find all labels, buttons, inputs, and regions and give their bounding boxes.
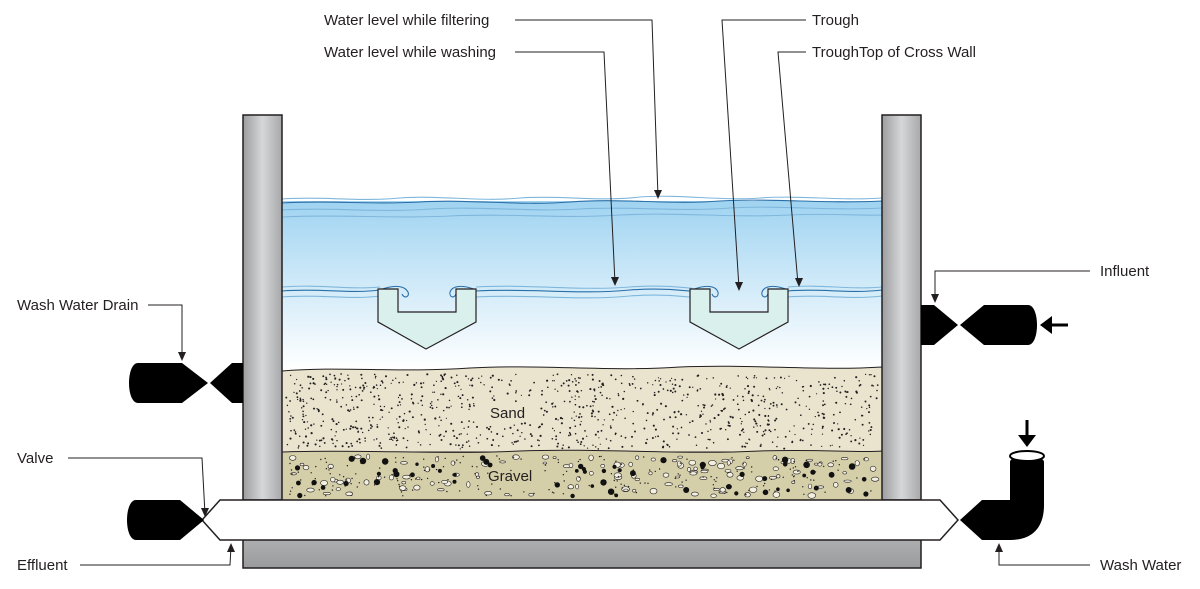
wash-water-drain-pipe-valve: [129, 363, 243, 403]
label-effluent: Effluent: [17, 557, 68, 574]
left-wall: [242, 114, 283, 501]
leader-lines: [68, 19, 1090, 566]
right-wall: [881, 114, 922, 501]
filtering-water-surface: [281, 195, 883, 218]
label-wash-water: Wash Water: [1100, 557, 1181, 574]
sand-label: Sand: [490, 405, 525, 422]
influent-pipe-valve: [921, 305, 1037, 345]
label-wash-water-drain: Wash Water Drain: [17, 297, 138, 314]
gravel-label: Gravel: [488, 468, 532, 485]
trough-left: [377, 288, 477, 350]
sand-layer: [281, 365, 883, 453]
washing-water-surface: [281, 285, 883, 299]
label-trough: Trough: [812, 12, 859, 29]
effluent-pipe-valve: [127, 500, 204, 540]
underdrain-pipe: [200, 499, 960, 541]
gravel-stones: [289, 453, 880, 499]
wash-water-pipe-valve: [960, 450, 1045, 540]
arrow-down-icon: [1018, 420, 1036, 447]
sand-grains: [285, 373, 879, 450]
label-trough-top-cross-wall: TroughTop of Cross Wall: [812, 44, 976, 61]
label-valve: Valve: [17, 450, 53, 467]
arrow-left-icon: [1040, 316, 1068, 334]
label-water-level-filtering: Water level while filtering: [324, 12, 489, 29]
label-water-level-washing: Water level while washing: [324, 44, 496, 61]
water-body: [282, 201, 882, 369]
trough-right: [689, 288, 789, 350]
label-influent: Influent: [1100, 263, 1150, 280]
